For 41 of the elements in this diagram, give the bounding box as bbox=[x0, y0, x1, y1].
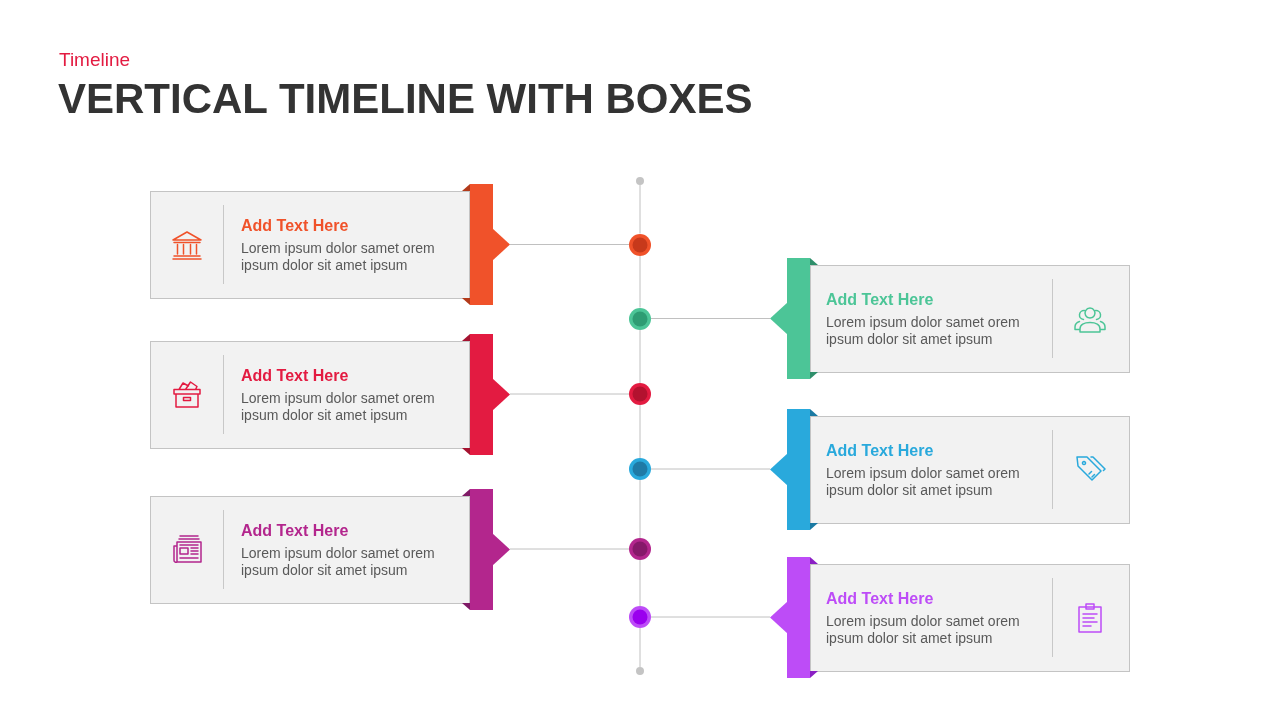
timeline-dot bbox=[629, 458, 651, 480]
timeline-dot bbox=[629, 606, 651, 628]
timeline-end-dot bbox=[636, 177, 644, 185]
timeline-line bbox=[639, 255, 641, 308]
timeline-card bbox=[150, 333, 510, 455]
card-text: Lorem ipsum dolor samet orem ipsum dolor sit amet ipsum bbox=[241, 544, 436, 579]
timeline-card bbox=[770, 408, 1130, 530]
card-text: Lorem ipsum dolor samet orem ipsum dolor sit amet ipsum bbox=[826, 464, 1021, 499]
timeline-dot bbox=[629, 538, 651, 560]
card-text: Lorem ipsum dolor samet orem ipsum dolor sit amet ipsum bbox=[826, 314, 1021, 348]
timeline-dot bbox=[629, 383, 651, 405]
slide-title: VERTICAL TIMELINE WITH BOXES bbox=[58, 75, 753, 123]
timeline-card bbox=[150, 184, 510, 305]
timeline-end-dot bbox=[636, 667, 644, 675]
card-heading: Add Text Here bbox=[241, 520, 349, 541]
timeline-dot bbox=[629, 233, 651, 256]
card-heading: Add Text Here bbox=[241, 216, 349, 236]
timeline-dot bbox=[629, 307, 651, 330]
card-text: Lorem ipsum dolor samet orem ipsum dolor sit amet ipsum bbox=[826, 612, 1021, 647]
connector-line bbox=[650, 318, 771, 319]
timeline-card bbox=[150, 488, 510, 610]
connector-line bbox=[509, 393, 630, 395]
card-heading: Add Text Here bbox=[826, 588, 934, 609]
timeline-line bbox=[639, 184, 641, 234]
timeline-line bbox=[639, 479, 641, 539]
connector-line bbox=[650, 468, 771, 470]
section-label: Timeline bbox=[59, 49, 131, 71]
card-heading: Add Text Here bbox=[241, 365, 349, 386]
card-heading: Add Text Here bbox=[826, 440, 934, 461]
card-text: Lorem ipsum dolor samet orem ipsum dolor sit amet ipsum bbox=[241, 240, 436, 274]
connector-line bbox=[650, 616, 771, 618]
timeline-card bbox=[770, 258, 1130, 379]
timeline-line bbox=[639, 329, 641, 384]
timeline-line bbox=[639, 559, 641, 607]
connector-line bbox=[509, 244, 630, 245]
timeline-line bbox=[639, 404, 641, 459]
card-heading: Add Text Here bbox=[826, 290, 934, 310]
timeline-line bbox=[639, 627, 641, 668]
card-text: Lorem ipsum dolor samet orem ipsum dolor sit amet ipsum bbox=[241, 389, 436, 424]
timeline-card bbox=[770, 556, 1130, 678]
connector-line bbox=[509, 548, 630, 550]
